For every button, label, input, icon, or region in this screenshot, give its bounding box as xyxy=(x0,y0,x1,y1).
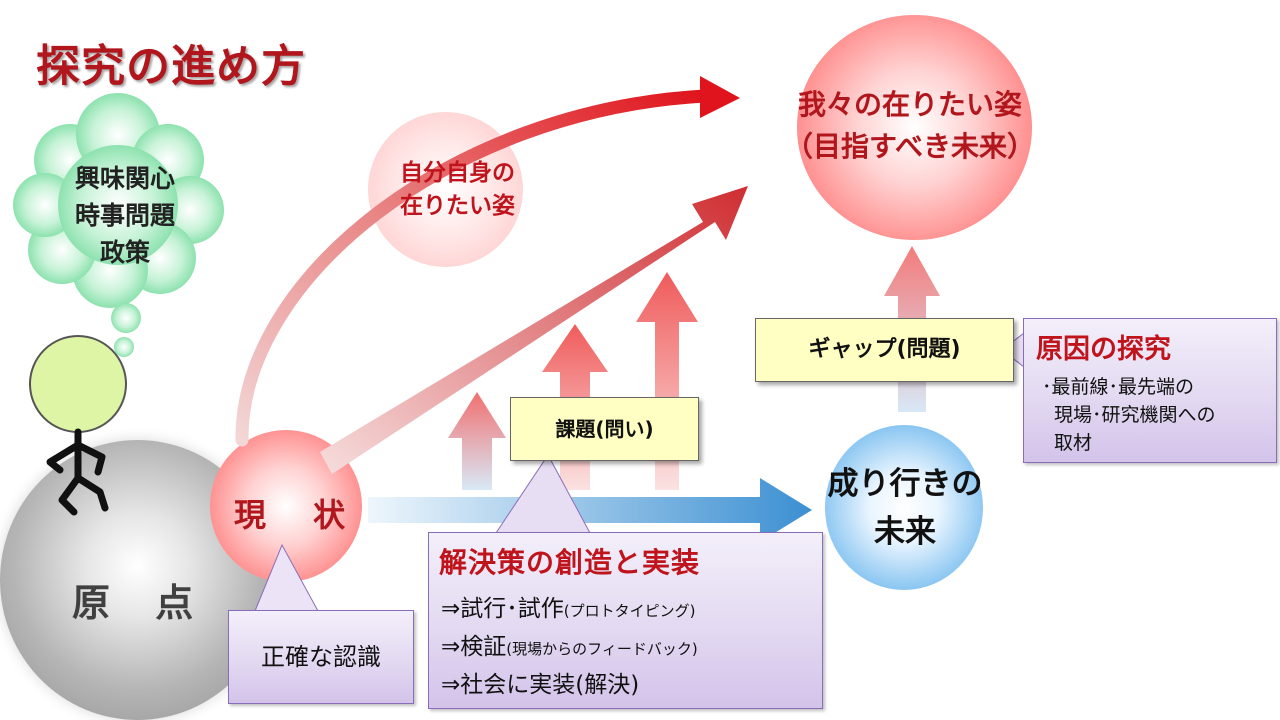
solution-item-main: ⇒試行･試作 xyxy=(441,596,564,622)
solution-item: ⇒検証(現場からのフィードバック) xyxy=(441,627,698,661)
upward-arrow-1 xyxy=(448,392,506,490)
current-state-label: 現 状 xyxy=(234,496,364,534)
cause-body: ･最前線･最先端の 現場･研究機関への 取材 xyxy=(1042,373,1216,457)
ideal-line: （目指すべき未来） xyxy=(784,130,1036,163)
solution-callout: 解決策の創造と実装 ⇒試行･試作(プロトタイピング) ⇒検証(現場からのフィード… xyxy=(428,532,823,709)
solution-item-note: (プロトタイピング) xyxy=(563,602,696,620)
solution-item: ⇒試行･試作(プロトタイピング) xyxy=(441,589,696,623)
cause-line: 現場･研究機関への xyxy=(1054,404,1216,426)
gap-box: ギャップ(問題) xyxy=(755,318,1014,382)
ideal-future-label: 我々の在りたい姿 （目指すべき未来） xyxy=(740,84,1080,168)
horizontal-arrow-to-future xyxy=(368,478,812,542)
cause-line: ･最前線･最先端の xyxy=(1042,376,1195,398)
ideal-future-circle xyxy=(797,15,1032,240)
page-title: 探究の進め方 xyxy=(36,41,306,92)
upward-arrow-3 xyxy=(636,272,698,490)
cloud-text: 興味関心 時事問題 政策 xyxy=(40,160,210,271)
task-box: 課題(問い) xyxy=(510,397,699,461)
cloud-line: 興味関心 xyxy=(74,164,175,193)
diagonal-arrow-to-ideal xyxy=(320,186,748,474)
cloud-line: 政策 xyxy=(99,238,150,267)
recognition-callout: 正確な認識 xyxy=(228,610,414,704)
solution-item-main: ⇒検証 xyxy=(441,634,507,660)
cause-title: 原因の探究 xyxy=(1036,334,1171,365)
curved-arrow-to-ideal xyxy=(235,76,740,447)
self-ideal-line: 自分自身の xyxy=(400,160,515,186)
cause-line: 取材 xyxy=(1054,432,1093,454)
self-ideal-label: 自分自身の 在りたい姿 xyxy=(370,157,545,223)
thought-cloud xyxy=(13,93,224,357)
solution-item-note: (現場からのフィードバック) xyxy=(506,640,698,658)
ideal-line: 我々の在りたい姿 xyxy=(797,88,1022,121)
person-figure xyxy=(29,335,127,516)
future-line: 未来 xyxy=(874,514,936,550)
cause-callout: 原因の探究 ･最前線･最先端の 現場･研究機関への 取材 xyxy=(1023,318,1277,463)
recognition-callout-tail xyxy=(254,543,319,612)
cloud-line: 時事問題 xyxy=(74,201,175,230)
default-future-label: 成り行きの 未来 xyxy=(800,460,1010,556)
self-ideal-line: 在りたい姿 xyxy=(400,193,515,219)
solution-item: ⇒社会に実装(解決) xyxy=(441,665,639,699)
solution-item-main: ⇒社会に実装(解決) xyxy=(441,672,640,698)
future-line: 成り行きの xyxy=(827,466,983,502)
solution-title: 解決策の創造と実装 xyxy=(439,546,701,579)
default-future-circle xyxy=(825,425,983,590)
origin-label: 原 点 xyxy=(72,581,210,625)
